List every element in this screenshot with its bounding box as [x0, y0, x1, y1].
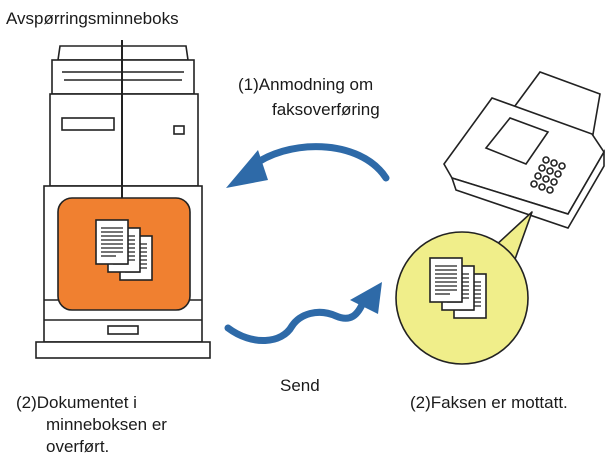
request-label-line1: (1)Anmodning om [238, 75, 374, 94]
document-transferred-line1: (2)Dokumentet i [16, 393, 137, 412]
send-arrow-icon [224, 282, 382, 344]
fax-machine-icon [443, 71, 605, 229]
curved-arrow-icon [226, 143, 390, 188]
document-transferred-line2: minneboksen er [46, 415, 167, 434]
fax-received-label: (2)Faksen er mottatt. [410, 393, 568, 412]
document-transferred-line3: overført. [46, 437, 110, 456]
memory-box-label: Avspørringsminneboks [6, 9, 179, 28]
send-label: Send [280, 376, 320, 395]
request-label-line2: faksoverføring [272, 100, 380, 119]
